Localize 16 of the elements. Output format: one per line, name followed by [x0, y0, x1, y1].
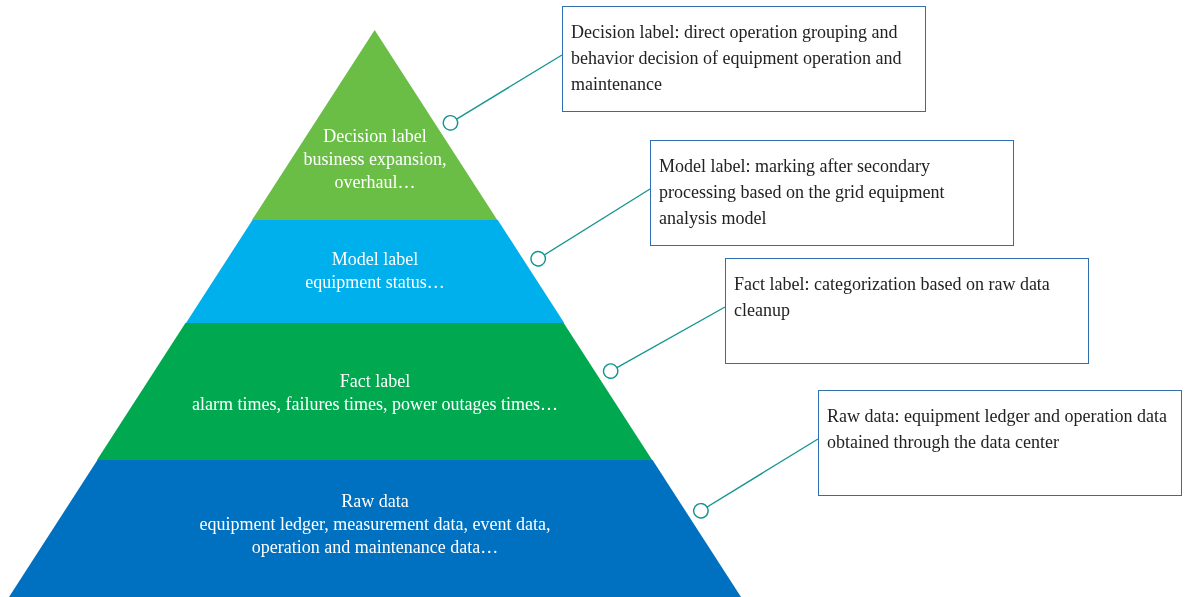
tier-title: Fact label — [339, 370, 411, 393]
tier-description: business expansion, overhaul… — [302, 148, 448, 194]
callout-note: Fact label: categorization based on raw data cleanup — [725, 258, 1089, 364]
callout-note: Raw data: equipment ledger and operation data obtained through the data center — [818, 390, 1182, 496]
tier-description: equipment status… — [305, 271, 445, 294]
callout-note: Decision label: direct operation grouping and behavior decision of equipment operation and maintenance — [562, 6, 926, 112]
leader-line — [530, 188, 651, 267]
tier-title: Raw data — [341, 490, 409, 513]
callout-note: Model label: marking after secondary processing based on the grid equipment analysis model — [650, 140, 1014, 246]
leader-line — [442, 54, 563, 131]
tier-description: alarm times, failures times, power outages times… — [192, 393, 558, 416]
tier-description: equipment ledger, measurement data, event data, operation and maintenance data… — [198, 513, 552, 559]
tier-title: Model label — [331, 248, 419, 271]
leader-line — [692, 438, 819, 519]
tier-title: Decision label — [323, 125, 427, 148]
leader-line — [602, 306, 726, 379]
